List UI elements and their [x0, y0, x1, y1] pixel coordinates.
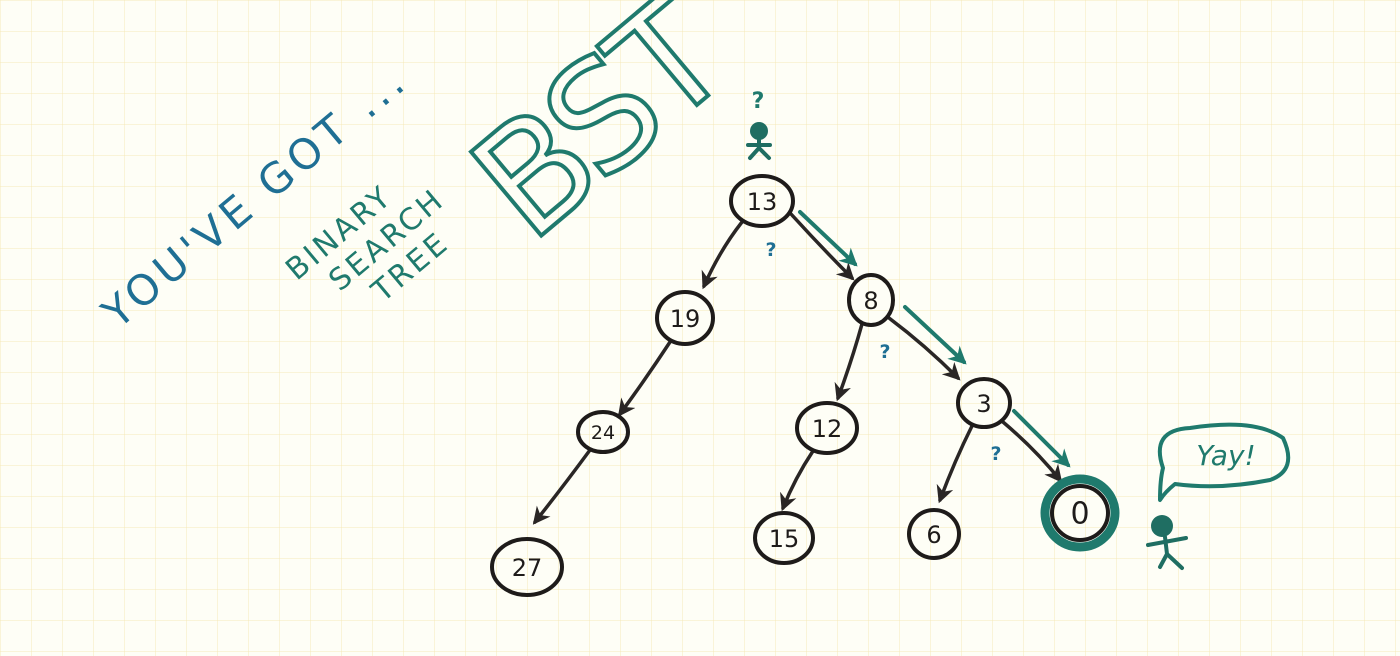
path-arrow-13-8 [798, 210, 858, 267]
heading-bst-text: BST [441, 0, 762, 273]
node-value: 15 [769, 525, 800, 553]
node-value: 8 [863, 287, 878, 315]
node-value: 3 [976, 390, 991, 418]
question-mark-13: ? [765, 239, 776, 261]
edge-8-3 [887, 316, 961, 381]
tree-nodes: 13 19 8 24 12 3 27 15 [490, 174, 1120, 597]
path-arrow-3-0 [1012, 409, 1071, 468]
finder-body-icon [1146, 535, 1188, 570]
seeker-head-icon [750, 122, 768, 140]
edge-13-8 [789, 212, 855, 281]
node-value: 27 [512, 554, 543, 582]
node-15: 15 [753, 511, 815, 565]
node-19: 19 [655, 290, 715, 346]
node-6: 6 [907, 508, 961, 560]
node-value: 24 [591, 422, 615, 444]
node-value: 19 [670, 305, 701, 333]
seeker-question-mark: ? [752, 89, 765, 114]
node-value: 12 [812, 415, 843, 443]
node-13: 13 [729, 174, 795, 228]
node-12: 12 [795, 401, 859, 455]
question-mark-8: ? [879, 341, 890, 363]
question-mark-3: ? [990, 443, 1001, 465]
question-marks: ? ? ? [765, 239, 1001, 465]
finder-figure: Yay! [1146, 422, 1291, 570]
edge-12-15 [780, 449, 815, 512]
node-value: 13 [747, 188, 778, 216]
path-arrow-8-3 [903, 305, 967, 365]
finder-head-icon [1151, 515, 1173, 537]
edge-13-19 [701, 220, 744, 290]
speech-text: Yay! [1196, 439, 1256, 472]
edge-3-0 [1001, 420, 1063, 483]
node-8: 8 [847, 273, 895, 327]
node-0-target: 0 [1040, 474, 1120, 552]
tree-edges [532, 212, 1063, 525]
search-path-arrows [798, 210, 1071, 468]
heading-bst: BST [439, 0, 764, 275]
seeker-figure: ? [746, 89, 772, 160]
speech-bubble [1157, 422, 1291, 502]
edge-3-6 [936, 424, 974, 504]
node-3: 3 [956, 377, 1012, 429]
edge-24-27 [532, 448, 592, 525]
node-24: 24 [576, 410, 630, 454]
edge-19-24 [617, 340, 672, 417]
seeker-body-icon [746, 138, 772, 160]
edge-8-12 [834, 322, 864, 402]
node-value: 0 [1070, 497, 1089, 532]
node-value: 6 [926, 521, 941, 549]
node-27: 27 [490, 537, 564, 597]
